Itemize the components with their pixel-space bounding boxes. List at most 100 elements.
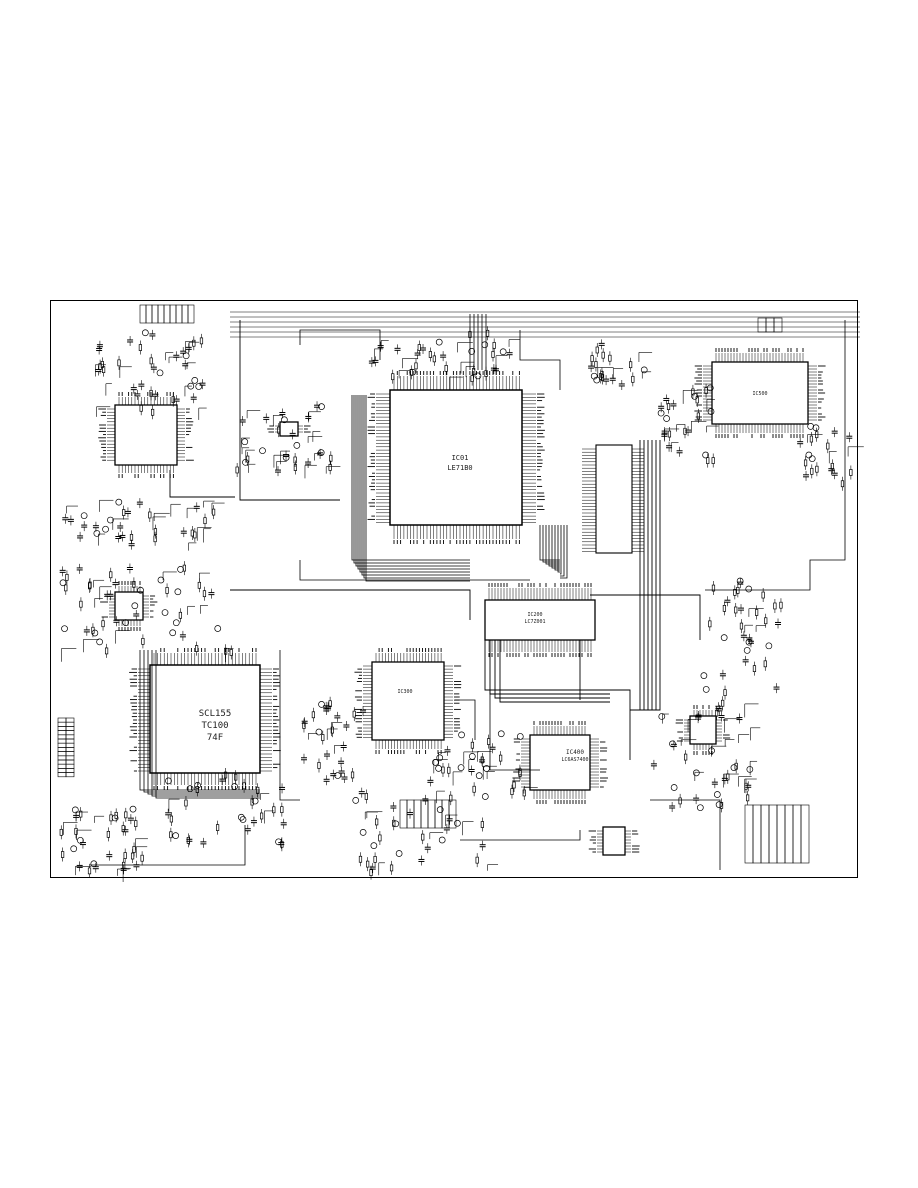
cl-right-mid-transistor [736,577,744,585]
cl-right-c-transistor [658,713,666,720]
cl-top-center-resistor [414,362,418,370]
connector-bottom-cell [434,799,443,829]
cl-upper-left-resistor [139,404,143,412]
cl-right-mid-transistor [743,647,751,654]
cl-bottom-mid-resistor [378,834,382,842]
bus-ic200-2 [494,640,610,699]
cl-right-mid-resistor [739,622,744,630]
connector-bottom-right-cell [776,804,786,864]
wire-a [239,320,340,501]
connector-left-cell [65,730,75,736]
cl-upper-left-transistor [191,377,199,384]
cl-right-b-resistor [809,435,814,443]
cl-bottom-mid-resistor [369,869,373,877]
cl-mid-top-resistor [235,466,239,474]
cl-mid-top-transistor [293,442,301,449]
cl-mid-top-resistor [328,464,332,471]
cl-top-right-resistor [629,361,633,369]
connector-top-left-cell [145,304,153,324]
cl-mid-top-transistor [241,438,249,446]
cl-mid-bottom-resistor [350,771,355,779]
connector-left-cell [65,717,75,723]
cl-left-a-transistor [102,525,109,533]
cl-right-b-transistor [805,451,813,459]
cl-top-right-resistor [631,375,635,383]
ic300-body [371,661,445,741]
cl-right-mid-resistor [722,605,727,612]
cl-right-b-transistor [808,455,816,463]
cl-left-c-resistor [134,820,138,827]
connector-left-cell [57,763,67,769]
cl-left-a-resistor [190,529,194,537]
wire-b [169,470,235,498]
connector-left-cell [65,768,75,773]
cl-left-c-transistor [77,836,84,844]
connector-top-right-cell [773,317,783,333]
cl-right-b-resistor [815,465,819,473]
cl-left-a-transistor [93,530,101,537]
cl-bottom-mid-resistor [366,860,370,868]
cl-mid-bottom-transistor [315,728,323,736]
cl-left-a-transistor [80,512,88,520]
cl-upper-left-transistor [141,329,149,337]
ic001-ref-label: IC01 [451,454,469,462]
cl-left-c-transistor [90,860,98,868]
cl-bottom-mid-transistor [395,850,403,857]
cl-right-c-resistor [746,794,750,802]
cl-right-c-resistor [744,782,748,790]
cl-bottom-c-transistor [237,813,245,821]
ic100-body [149,664,261,774]
cl-right-mid-resistor [761,591,765,599]
connector-left-cell [65,751,75,757]
ic500-ref-label: IC500 [752,391,768,397]
cl-left-a-transistor [115,498,123,506]
cl-mid-bottom-resistor [317,762,321,769]
cl-right-mid-resistor [755,609,759,616]
cl-right-mid-transistor [745,638,753,646]
cl-right-mid-transistor [745,585,753,593]
cl-right-b-transistor [812,424,820,432]
cl-right-c-resistor [678,797,682,805]
cl-top-right-resistor [608,354,612,362]
bus-ic01-mem-3 [548,525,560,567]
cl-right-transistor [657,409,665,417]
connector-bottom-cell [420,799,429,829]
wire-g [705,320,846,591]
cl-bottom-mid-resistor [375,818,379,826]
connector-top-left-cell [169,304,177,324]
cl-mid-bottom-resistor [321,734,325,741]
bus-ic01-mem-9 [560,525,568,579]
cl-left-c-resistor [123,852,127,859]
wire-i [460,830,581,841]
wire-k [610,689,631,760]
bus-ic01-mem-1 [542,525,560,563]
ic001-part-label: LE71B0 [447,464,473,472]
cl-left-b-transistor [169,629,177,637]
cl-left-a-resistor [129,534,134,541]
cl-upper-left-resistor [151,408,155,416]
cl-left-b-transistor [172,619,180,627]
connector-top-right-cell [757,317,767,333]
bus-left-2 [355,395,470,567]
ic001-body [389,389,523,526]
wire-p [455,699,476,740]
cl-left-b-resistor [79,600,83,608]
cl-right-resistor [696,412,700,420]
wire-c [230,589,471,620]
cl-center-bottom-transistor [436,754,444,762]
cl-left-c-resistor [124,811,128,819]
cl-center-bottom-transistor [468,753,476,760]
cl-right-resistor [711,457,715,464]
connector-bottom-right-cell [760,804,770,864]
cl-right-resistor [706,457,710,464]
cl-left-c-transistor [70,845,78,853]
connector-left-cell [65,755,75,761]
connector-bottom-right-cell [800,804,810,864]
cl-top-right-transistor [593,376,601,384]
connector-left-cell [65,747,75,752]
cl-right-mid-resistor [734,606,738,614]
cl-upper-left-resistor [138,344,142,351]
cl-left-c-resistor [61,851,65,858]
cl-right-mid-resistor [708,620,712,628]
bus-ic01-mem-6 [557,525,560,573]
